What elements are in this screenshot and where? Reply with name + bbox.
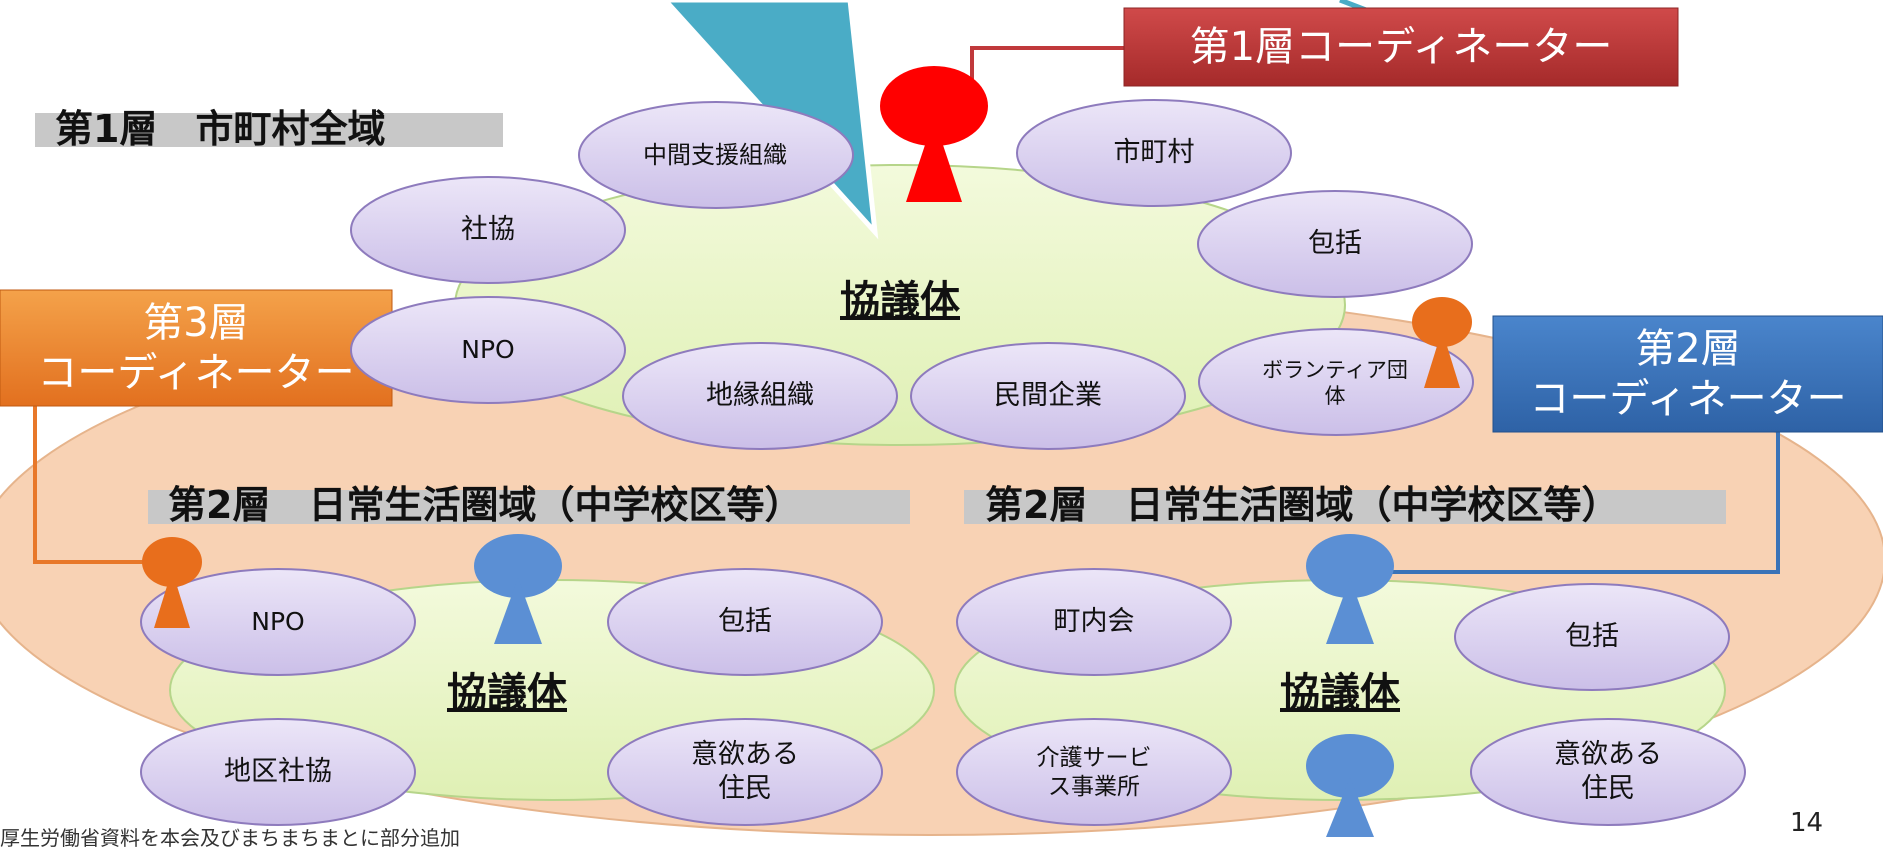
layer3-coordinator-label: 第3層 コーディネーター <box>0 290 392 406</box>
member-shakyo-label: 社協 <box>461 214 515 246</box>
member-chonaikai <box>956 568 1232 676</box>
member-npo-l1 <box>350 296 626 404</box>
member-residents-left <box>607 718 883 826</box>
layer3-coordinator-box <box>0 289 393 407</box>
layer1-coordinator-label: 第1層コーディネーター <box>1124 8 1678 86</box>
member-npo-l1-label: NPO <box>461 335 515 365</box>
member-houkatsu-l2-left <box>607 568 883 676</box>
member-npo-l2 <box>140 568 416 676</box>
member-houkatsu-l1 <box>1197 190 1473 298</box>
layer3-coordinator-connector <box>33 406 148 564</box>
member-npo-l2-label: NPO <box>251 607 305 637</box>
member-care-label: 介護サービス事業所 <box>1036 745 1152 800</box>
member-care-service <box>956 718 1232 826</box>
layer1-title-bar <box>35 113 503 147</box>
layer2-coordinator-figure-left <box>474 534 562 644</box>
member-residents-right-label: 意欲ある住民 <box>1554 739 1662 804</box>
layer3-coordinator-line2: コーディネーター <box>37 350 355 396</box>
layer2-coordinator-label: 第2層 コーディネーター <box>1493 316 1883 432</box>
member-residents-left-label: 意欲ある住民 <box>691 739 799 804</box>
member-private-label: 民間企業 <box>994 380 1102 412</box>
member-houkatsu-l2-right-label: 包括 <box>1565 621 1619 653</box>
layer3-coordinator-figure-l2 <box>142 537 202 628</box>
layer2-coordinator-connector <box>1385 432 1780 574</box>
layer2-left-title: 第2層 日常生活圏域（中学校区等） <box>168 482 803 527</box>
layer1-title: 第1層 市町村全域 <box>55 106 386 151</box>
layer2-right-title: 第2層 日常生活圏域（中学校区等） <box>985 482 1620 527</box>
layer2-right-council-label: 協議体 <box>1280 670 1400 716</box>
member-intermediate-support <box>578 101 854 209</box>
layer1-coordinator-connector <box>970 46 1125 85</box>
layer1-council-label: 協議体 <box>840 278 960 324</box>
member-private-company <box>910 342 1186 450</box>
layer1-coordinator-text: 第1層コーディネーター <box>1189 24 1613 70</box>
member-residents-right <box>1470 718 1746 826</box>
page-number: 14 <box>1790 808 1824 838</box>
layer3-coordinator-figure-bottom <box>1306 734 1394 837</box>
layer3-coordinator-figure-l1 <box>1412 297 1472 388</box>
member-municipality <box>1016 99 1292 207</box>
layer2-coordinator-line1: 第2層 <box>1635 326 1741 372</box>
layer2-coordinator-box <box>1492 315 1883 433</box>
member-intermediate-label: 中間支援組織 <box>643 141 787 169</box>
member-district-shakyo <box>140 718 416 826</box>
member-houkatsu-l2-right <box>1454 583 1730 691</box>
layer1-coordinator-box <box>1123 7 1679 87</box>
member-chien-label: 地縁組織 <box>706 380 814 412</box>
member-chien <box>622 342 898 450</box>
member-volunteer-label: ボランティア団体 <box>1262 357 1408 408</box>
member-chonaikai-label: 町内会 <box>1053 606 1135 638</box>
layer2-coordinator-line2: コーディネーター <box>1529 376 1847 422</box>
layer2-left-title-bar <box>148 490 910 524</box>
layer2-coordinator-figure-right <box>1306 534 1394 644</box>
member-houkatsu-l1-label: 包括 <box>1308 228 1362 260</box>
layer2-left-council-label: 協議体 <box>447 670 567 716</box>
layer2-right-title-bar <box>964 490 1726 524</box>
member-district-label: 地区社協 <box>224 756 332 788</box>
member-volunteer <box>1198 328 1474 436</box>
member-municipality-label: 市町村 <box>1113 137 1195 169</box>
member-shakyo <box>350 176 626 284</box>
layer3-coordinator-line1: 第3層 <box>143 300 249 346</box>
layer1-coordinator-figure <box>880 66 988 202</box>
member-houkatsu-l2-left-label: 包括 <box>718 606 772 638</box>
